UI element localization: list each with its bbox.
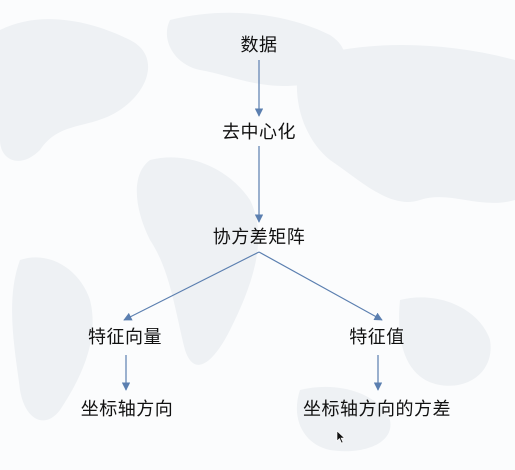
arrow-covariance-to-eigenvalue — [258, 251, 383, 321]
node-eigenvalue: 特征值 — [349, 327, 405, 348]
node-axis-direction: 坐标轴方向 — [80, 399, 174, 420]
node-eigenvector: 特征向量 — [88, 327, 162, 348]
node-axis-direction-variance: 坐标轴方向的方差 — [303, 399, 451, 420]
mouse-cursor-icon — [336, 430, 346, 444]
arrow-covariance-to-eigenvector — [123, 251, 260, 321]
node-data: 数据 — [240, 35, 278, 56]
node-centering: 去中心化 — [222, 122, 296, 143]
node-covariance-matrix: 协方差矩阵 — [212, 227, 306, 248]
